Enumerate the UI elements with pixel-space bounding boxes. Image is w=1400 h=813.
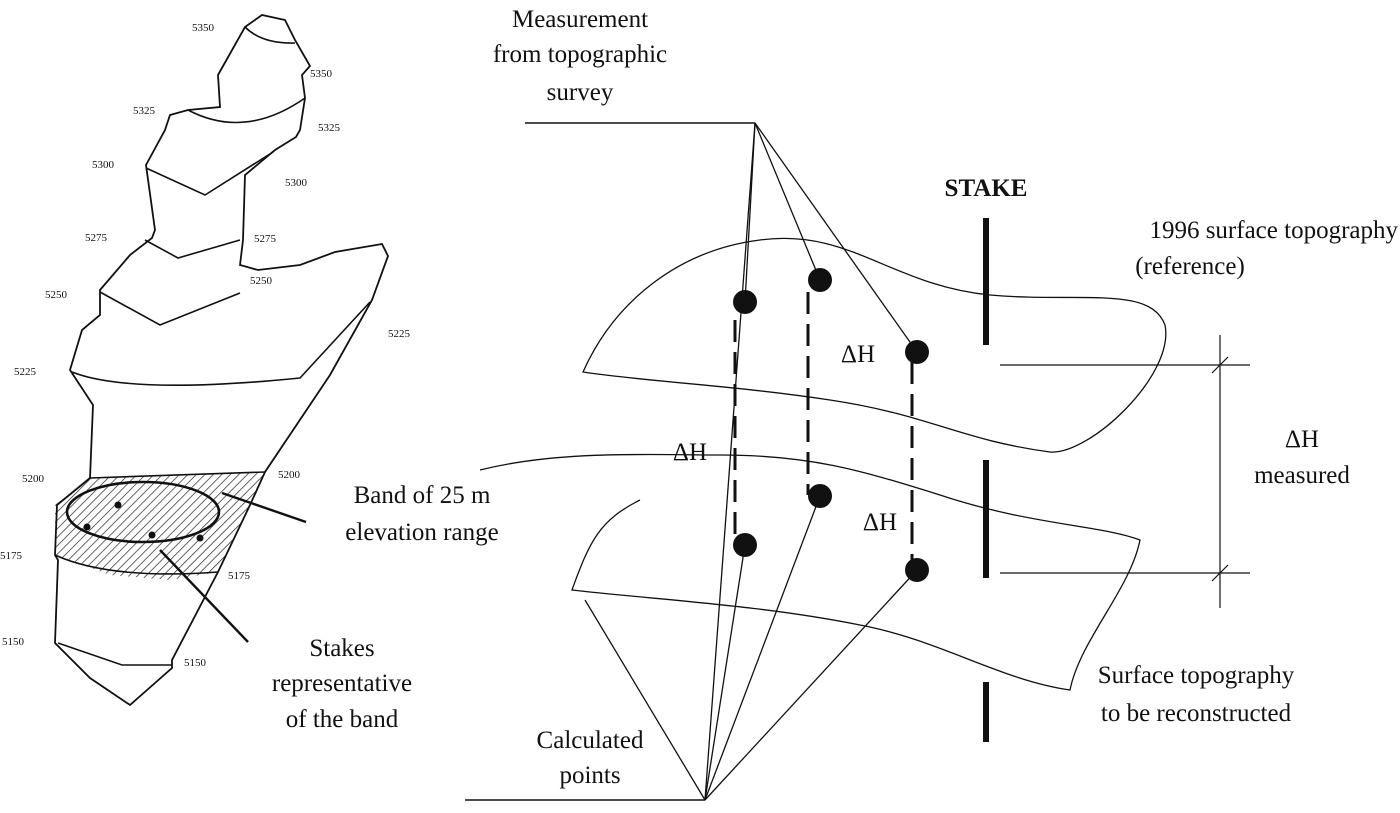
contour-label: 5325 xyxy=(133,105,156,117)
stakes-ellipse xyxy=(65,480,221,544)
band-label-line2: elevation range xyxy=(345,519,498,546)
stake-dot xyxy=(196,534,204,542)
dimension-tick xyxy=(1211,356,1229,374)
measured-point xyxy=(905,340,929,364)
contour-label: 5200 xyxy=(22,473,45,485)
delta-h-label: ΔH xyxy=(863,509,897,536)
dimension-tick xyxy=(1211,564,1229,582)
measured-point xyxy=(808,268,832,292)
calculated-ray xyxy=(704,569,918,801)
calculated-ray xyxy=(704,544,746,801)
contour-label: 5150 xyxy=(184,657,207,669)
survey-ray xyxy=(754,122,918,353)
surface-schematic: Measurement from topographic survey STAK… xyxy=(465,6,1398,801)
stakes-label-line1: Stakes xyxy=(309,635,374,662)
calculated-ray xyxy=(704,495,821,801)
contour-label: 5200 xyxy=(278,469,301,481)
contour-label: 5275 xyxy=(254,233,277,245)
contour-label: 5175 xyxy=(0,550,23,562)
reconstructed-label-line2: to be reconstructed xyxy=(1101,700,1292,727)
contour-label: 5250 xyxy=(250,275,273,287)
contour-label: 5275 xyxy=(85,232,108,244)
calculated-point xyxy=(905,558,929,582)
calculated-ray xyxy=(584,599,706,801)
stake-dot xyxy=(114,501,122,509)
delta-h-label: ΔH xyxy=(673,439,707,466)
stake-label: STAKE xyxy=(945,175,1028,202)
calculated-label-line2: points xyxy=(559,762,620,789)
contour-label: 5150 xyxy=(2,636,25,648)
delta-h-label: ΔH xyxy=(841,341,875,368)
stakes-leader-line xyxy=(159,549,249,643)
survey-label-line3: survey xyxy=(547,79,614,106)
contour-label: 5300 xyxy=(92,159,115,171)
contour-label: 5250 xyxy=(45,289,68,301)
stakes-label-line2: representative xyxy=(272,670,412,697)
delta-h-measured-line1: ΔH xyxy=(1285,426,1319,453)
glacier-map: 5350 5350 5325 5325 5300 5300 5275 5275 … xyxy=(0,14,499,733)
contour-label: 5350 xyxy=(192,22,215,34)
contour-label: 5350 xyxy=(310,68,333,80)
band-leader-line xyxy=(221,491,307,524)
contour-lines xyxy=(54,26,371,666)
contour-label: 5325 xyxy=(318,122,341,134)
calculated-point xyxy=(808,484,832,508)
contour-label: 5225 xyxy=(14,366,37,378)
contour-label: 5225 xyxy=(388,328,411,340)
glacier-outline xyxy=(54,14,389,707)
stake-dot xyxy=(148,531,156,539)
survey-ray xyxy=(704,122,756,801)
contour-label: 5300 xyxy=(285,177,308,189)
reconstructed-label-line1: Surface topography xyxy=(1098,662,1295,689)
survey-ray xyxy=(754,122,821,281)
band-label-line1: Band of 25 m xyxy=(354,482,491,509)
survey-label-line1: Measurement xyxy=(512,6,648,33)
measured-point xyxy=(733,290,757,314)
stake-dot xyxy=(83,523,91,531)
calculated-point xyxy=(733,533,757,557)
contour-label: 5175 xyxy=(228,570,251,582)
calculated-label-line1: Calculated xyxy=(537,727,644,754)
stakes-label-line3: of the band xyxy=(286,706,399,733)
survey-label-line2: from topographic xyxy=(493,41,667,68)
reference-label-line1: 1996 surface topography xyxy=(1149,217,1398,244)
reference-label-line2: (reference) xyxy=(1135,253,1245,280)
reference-surface xyxy=(582,237,1167,453)
delta-h-measured-line2: measured xyxy=(1254,462,1350,489)
